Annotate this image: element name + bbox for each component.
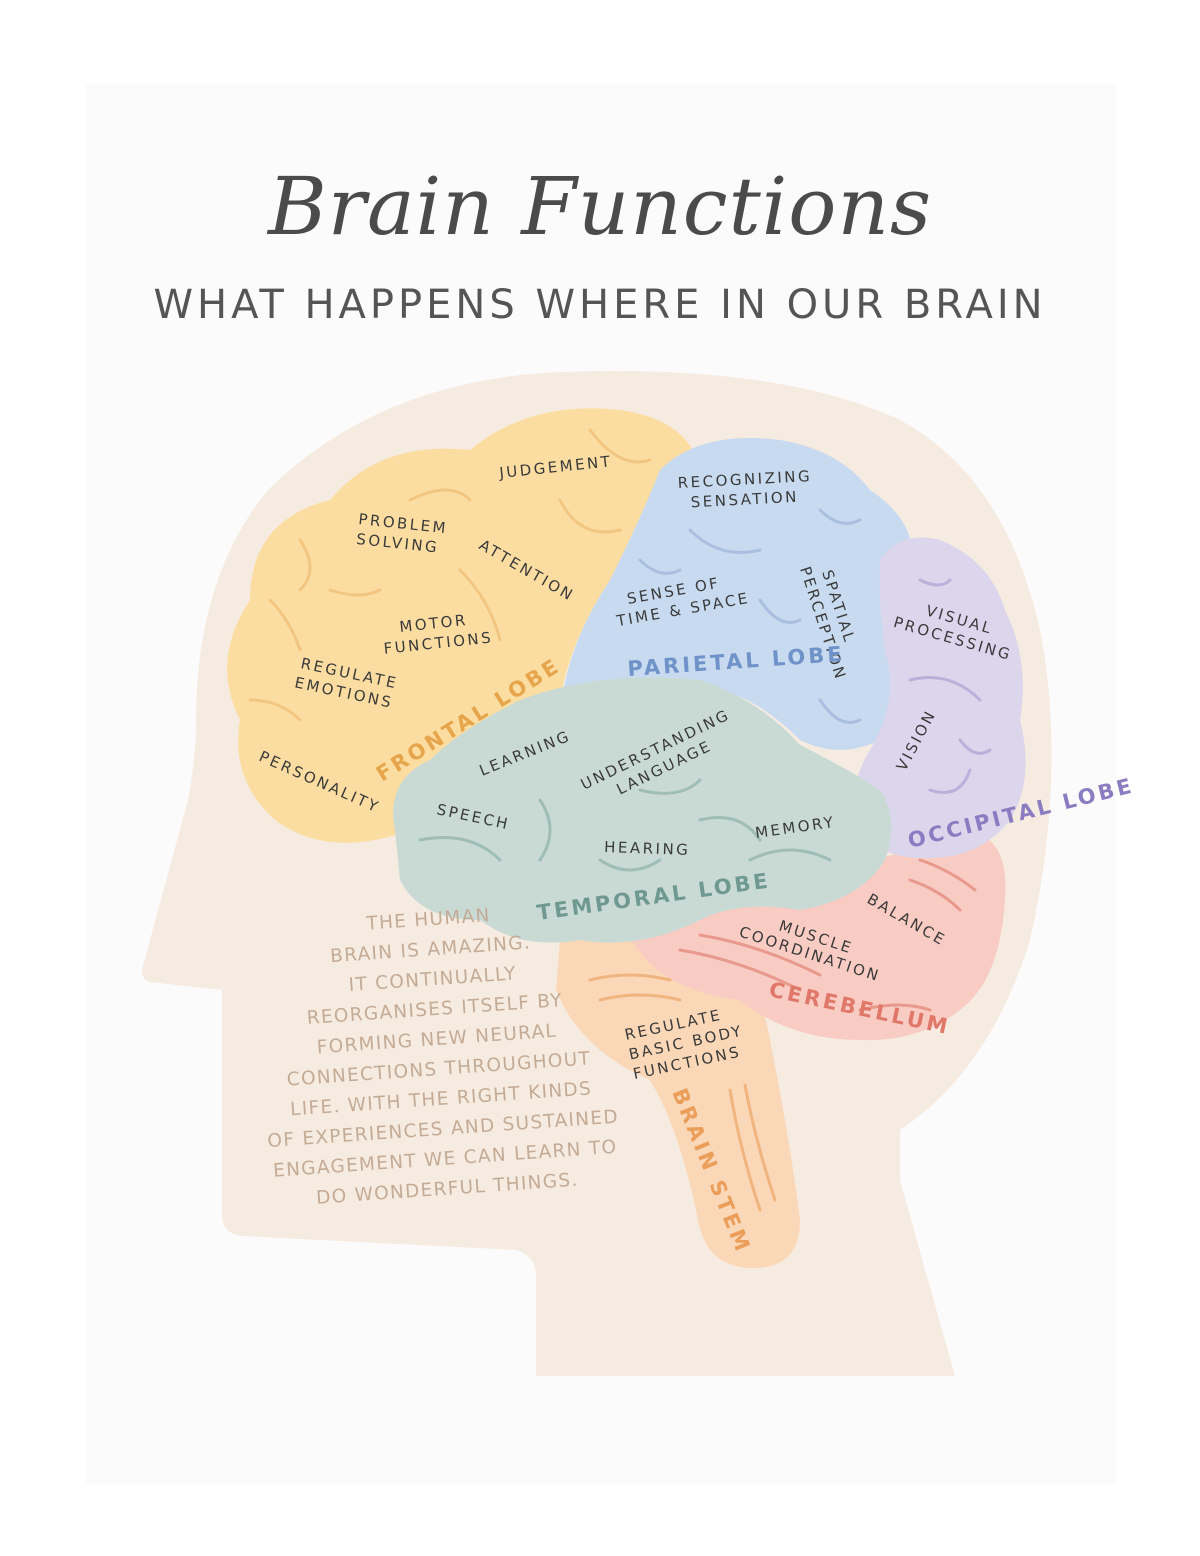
- frontal-lobe-region: [227, 408, 700, 843]
- poster-subtitle: WHAT HAPPENS WHERE IN OUR BRAIN: [153, 282, 1047, 328]
- poster-title: Brain Functions: [267, 160, 933, 253]
- occipital-folds: [908, 578, 992, 794]
- temporal-lobe-region: [393, 677, 892, 943]
- svg-text:SENSATION: SENSATION: [690, 488, 799, 512]
- cerebellum-folds: [678, 858, 977, 1012]
- parietal-folds: [638, 508, 862, 724]
- brain-stem-folds: [588, 973, 777, 1212]
- brain-blurb: THE HUMAN BRAIN IS AMAZING. IT CONTINUAL…: [228, 891, 648, 1218]
- cerebellum-region: [632, 830, 1006, 1041]
- occipital-lobe-region: [854, 537, 1026, 859]
- label-hearing: HEARING: [604, 838, 691, 859]
- brain-stem-region: [556, 926, 800, 1269]
- temporal-folds: [418, 778, 832, 872]
- frontal-folds: [248, 428, 652, 722]
